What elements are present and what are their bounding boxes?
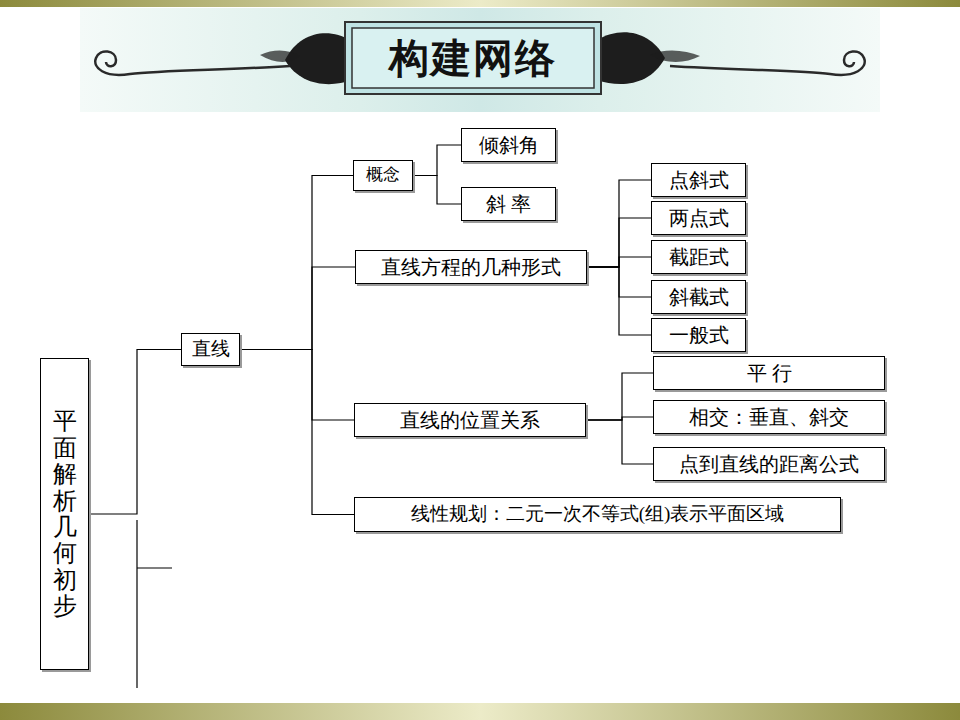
banner-ground <box>80 8 880 112</box>
node-label: 两点式 <box>669 206 729 230</box>
node-label: 线性规划：二元一次不等式(组)表示平面区域 <box>411 503 785 526</box>
leaf-box: 点斜式 <box>651 163 746 197</box>
leaf-box: 两点式 <box>651 201 746 235</box>
tree-connector <box>587 267 651 335</box>
tree-connector <box>89 350 181 515</box>
tree-branch <box>137 520 172 688</box>
tree-connector <box>586 420 653 464</box>
leaf-box: 点到直线的距离公式 <box>653 447 885 481</box>
tree-connector <box>586 373 653 420</box>
node-label: 一般式 <box>669 323 729 347</box>
leaf-box: 截距式 <box>651 240 746 274</box>
concept-box: 概念 <box>353 160 413 191</box>
tree-connector <box>240 350 354 421</box>
title-inner-frame <box>352 28 594 88</box>
node-label: 直线的位置关系 <box>400 408 540 432</box>
node-label: 直线方程的几种形式 <box>381 255 561 279</box>
tree-connector <box>587 218 651 267</box>
topic-box: 平面解析几何初步 <box>40 358 89 670</box>
leaf-box: 平 行 <box>653 356 885 390</box>
leaf-box: 一般式 <box>651 318 746 352</box>
slide-title: 构建网络 <box>352 28 594 88</box>
tree-connector <box>587 257 651 267</box>
leaf-box: 斜截式 <box>651 280 746 314</box>
node-label: 相交：垂直、斜交 <box>689 405 849 429</box>
title-frame <box>345 22 601 94</box>
node-label: 截距式 <box>669 245 729 269</box>
leaf-box: 倾斜角 <box>461 128 556 162</box>
tree-connector <box>413 176 461 205</box>
leaf-box: 斜 率 <box>461 187 556 221</box>
tree-connector <box>413 145 461 176</box>
node-label: 概念 <box>366 165 400 185</box>
node-label: 点斜式 <box>669 168 729 192</box>
node-label: 点到直线的距离公式 <box>679 452 859 476</box>
branch-box: 直线的位置关系 <box>354 403 586 437</box>
tree-connector <box>240 176 353 350</box>
top-bar <box>0 0 960 7</box>
node-label: 斜 率 <box>486 192 531 216</box>
tree-connector <box>240 267 355 350</box>
node-label: 倾斜角 <box>479 133 539 157</box>
tree-connector <box>240 350 354 515</box>
branch-box: 直线 <box>181 333 240 366</box>
bottom-bar <box>0 703 960 720</box>
title-text: 构建网络 <box>389 31 557 86</box>
leaf-box: 相交：垂直、斜交 <box>653 400 885 434</box>
node-label: 平 行 <box>747 361 792 385</box>
node-label: 平面解析几何初步 <box>53 408 77 619</box>
node-label: 斜截式 <box>669 285 729 309</box>
node-label: 直线 <box>192 338 230 361</box>
tree-connector <box>587 180 651 267</box>
branch-box: 线性规划：二元一次不等式(组)表示平面区域 <box>354 497 841 532</box>
branch-box: 直线方程的几种形式 <box>355 250 587 284</box>
